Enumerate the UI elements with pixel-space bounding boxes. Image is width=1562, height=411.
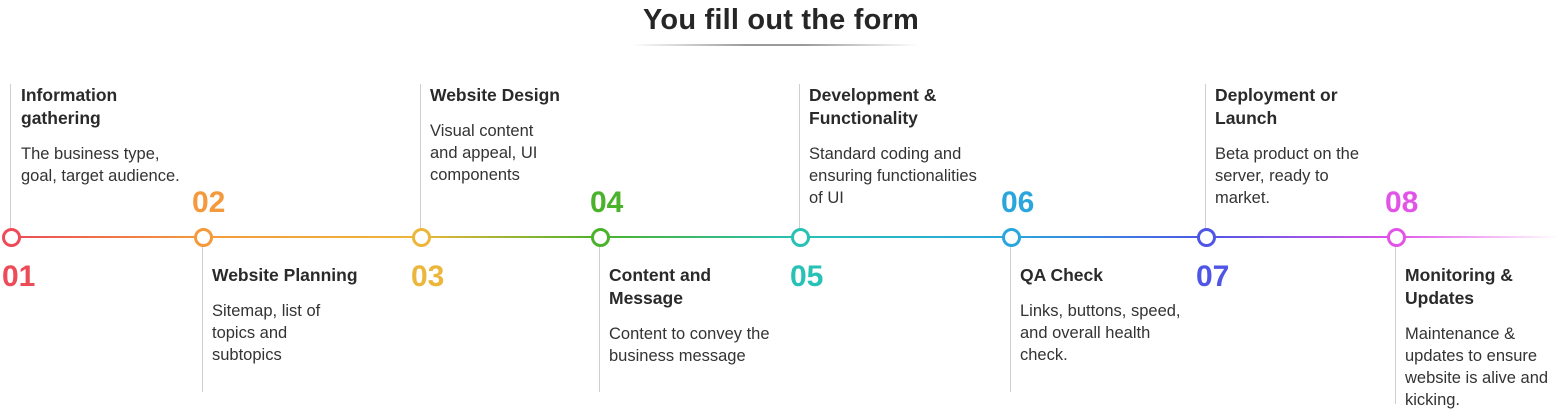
step-04-number: 04 [590,186,624,219]
step-08-number: 08 [1385,186,1419,219]
step-07-node [1197,228,1216,247]
step-08-node [1387,228,1406,247]
step-02-connector [202,246,203,392]
step-03-heading: Website Design [430,85,560,105]
step-07-heading: Deployment or Launch [1215,85,1338,128]
step-06-node [1002,228,1021,247]
step-05-description: Standard coding and ensuring functionali… [809,145,977,207]
step-08-heading: Monitoring & Updates [1405,265,1513,308]
step-06-number: 06 [1001,186,1035,219]
step-08-description: Maintenance & updates to ensure website … [1405,325,1549,409]
title-underline [632,44,918,46]
step-05-heading: Development & Functionality [809,85,937,128]
step-04-node [591,228,610,247]
timeline-line [10,236,1558,238]
step-01-connector [10,84,11,228]
step-03-description: Visual content and appeal, UI components [430,122,538,184]
step-04-connector [599,246,600,392]
step-02-description: Sitemap, list of topics and subtopics [212,302,321,364]
step-07-connector [1205,84,1206,228]
step-03-node [412,228,431,247]
step-06-description: Links, buttons, speed, and overall healt… [1020,302,1181,364]
step-02-heading: Website Planning [212,265,358,285]
step-03-connector [420,84,421,228]
step-08-connector [1395,246,1396,404]
step-02-number: 02 [192,186,226,219]
step-05-number: 05 [790,260,824,293]
step-06-connector [1010,246,1011,392]
step-04-description: Content to convey the business message [609,325,770,365]
step-05-connector [799,84,800,228]
step-07-description: Beta product on the server, ready to mar… [1215,145,1360,207]
step-01-heading: Information gathering [21,85,118,128]
step-06-heading: QA Check [1020,265,1103,285]
step-02-node [194,228,213,247]
step-01-description: The business type, goal, target audience… [21,145,180,185]
step-07-number: 07 [1196,260,1230,293]
page-title: You fill out the form [643,4,919,36]
step-01-node [2,228,21,247]
step-03-number: 03 [411,260,445,293]
step-01-number: 01 [2,260,36,293]
step-04-heading: Content and Message [609,265,712,308]
step-05-node [791,228,810,247]
